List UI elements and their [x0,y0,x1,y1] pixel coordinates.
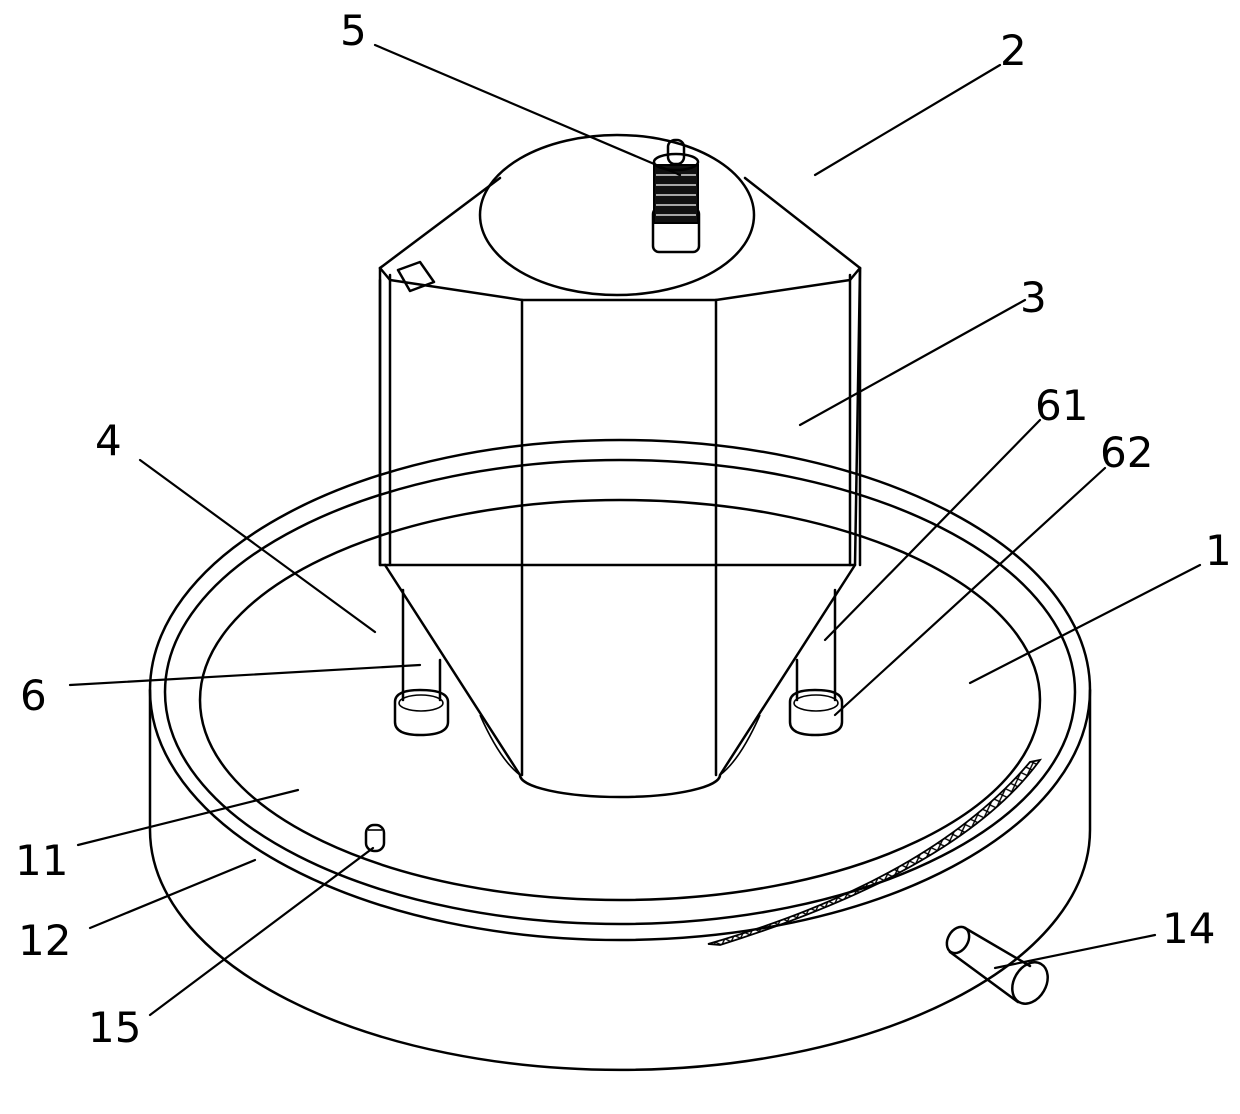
leader-14 [993,933,1157,970]
silo-cone [383,563,857,799]
leader-62 [833,466,1107,717]
label-11: 11 [15,836,68,885]
inner-pool [198,498,1042,902]
leader-1 [968,563,1202,685]
label-2: 2 [1000,26,1027,75]
label-3: 3 [1020,273,1047,322]
label-15: 15 [88,1003,141,1052]
leader-15 [148,846,375,1017]
leader-61 [823,418,1042,642]
label-12: 12 [18,916,71,965]
base-tank [148,438,1092,1072]
support-leg-right [788,588,844,737]
leader-2 [813,63,1002,177]
filter-mesh [707,758,1043,946]
support-leg-left [393,588,450,737]
base-inner-rim [163,458,1077,926]
leader-3 [798,298,1027,427]
sensor [364,823,386,853]
labels: 5 2 3 61 62 4 1 6 11 12 15 14 [15,6,1232,1052]
base-outer-rim [148,438,1092,942]
leader-4 [138,458,377,634]
label-1: 1 [1205,526,1232,575]
silo [378,133,862,799]
leader-5 [373,43,682,177]
label-62: 62 [1100,428,1153,477]
label-6: 6 [20,671,47,720]
leader-lines [68,43,1202,1017]
silo-window [396,260,436,293]
outlet-pipe [945,925,1049,1005]
silo-shaft [378,266,862,567]
leader-12 [88,858,257,930]
inner-pool-rim [198,498,1042,902]
leader-11 [76,788,300,847]
base-outer-wall [148,688,1092,1072]
leader-6 [68,663,422,687]
label-5: 5 [340,6,367,55]
label-4: 4 [95,416,122,465]
top-fitting [651,138,701,254]
label-14: 14 [1162,904,1215,953]
label-61: 61 [1035,381,1088,430]
silo-top-cap [478,133,756,297]
